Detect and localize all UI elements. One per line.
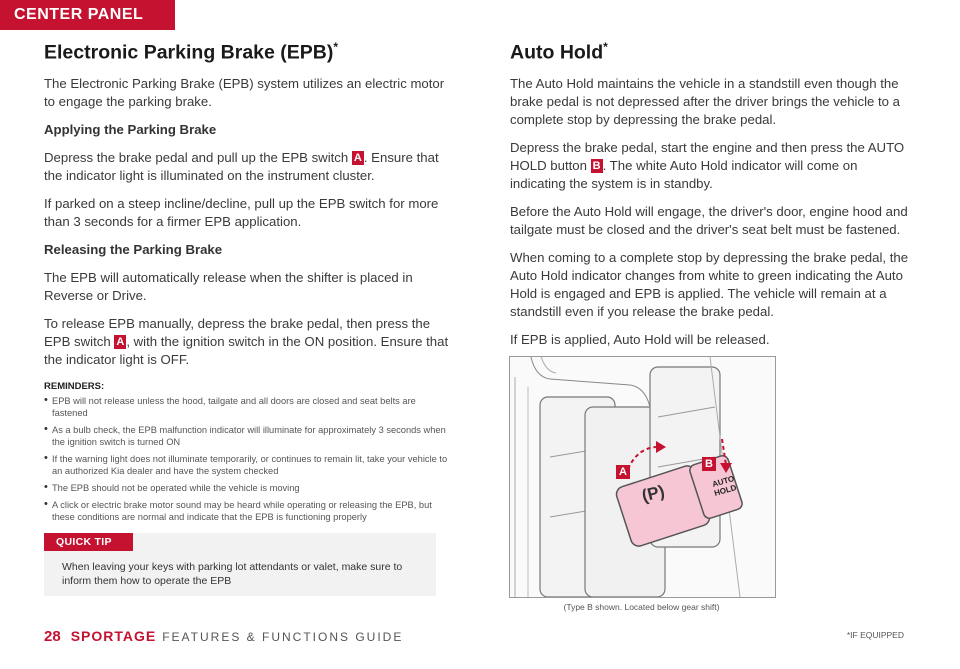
page-number: 28 <box>44 628 61 645</box>
badge-b: B <box>590 158 603 173</box>
figure-label-a: A <box>616 465 630 479</box>
release-heading: Releasing the Parking Brake <box>44 241 223 257</box>
figure-label-b: B <box>702 457 716 471</box>
release-paragraph-2: To release EPB manually, depress the bra… <box>44 315 449 367</box>
reminder-item: The EPB should not be operated while the… <box>44 481 454 494</box>
guide-title: FEATURES & FUNCTIONS GUIDE <box>162 630 404 644</box>
reminder-item: If the warning light does not illuminate… <box>44 452 454 477</box>
apply-paragraph-1: Depress the brake pedal and pull up the … <box>44 149 439 183</box>
auto-hold-column: Auto Hold* The Auto Hold maintains the v… <box>510 40 915 359</box>
epb-intro: The Electronic Parking Brake (EPB) syste… <box>44 75 445 109</box>
quick-tip-text: When leaving your keys with parking lot … <box>62 561 403 587</box>
reminders-list: EPB will not release unless the hood, ta… <box>44 394 454 523</box>
apply-paragraph-2: If parked on a steep incline/decline, pu… <box>44 195 439 229</box>
badge-a: A <box>351 150 364 165</box>
auto-hold-title: Auto Hold* <box>510 40 608 64</box>
auto-hold-paragraph-2: Depress the brake pedal, start the engin… <box>510 139 905 191</box>
epb-column: Electronic Parking Brake (EPB)* The Elec… <box>44 40 454 528</box>
brand-name: SPORTAGE <box>70 628 157 644</box>
auto-hold-paragraph-1: The Auto Hold maintains the vehicle in a… <box>510 75 900 127</box>
footer: 28 SPORTAGE FEATURES & FUNCTIONS GUIDE <box>44 628 403 645</box>
if-equipped-note: *IF EQUIPPED <box>846 630 904 640</box>
section-tab: CENTER PANEL <box>0 0 175 30</box>
epb-title: Electronic Parking Brake (EPB)* <box>44 40 339 64</box>
release-paragraph-1: The EPB will automatically release when … <box>44 269 413 303</box>
auto-hold-paragraph-5: If EPB is applied, Auto Hold will be rel… <box>510 331 770 347</box>
figure-caption: (Type B shown. Located below gear shift) <box>563 602 720 612</box>
apply-heading: Applying the Parking Brake <box>44 121 217 137</box>
reminder-item: EPB will not release unless the hood, ta… <box>44 394 454 419</box>
auto-hold-paragraph-4: When coming to a complete stop by depres… <box>510 249 909 319</box>
reminders-title: REMINDERS: <box>44 380 105 392</box>
reminder-item: As a bulb check, the EPB malfunction ind… <box>44 423 454 448</box>
console-drawing <box>510 357 775 597</box>
reminder-item: A click or electric brake motor sound ma… <box>44 498 454 523</box>
quick-tip-label: QUICK TIP <box>44 533 133 551</box>
console-illustration: (P) AUTO HOLD A B <box>509 356 776 598</box>
auto-hold-paragraph-3: Before the Auto Hold will engage, the dr… <box>510 203 908 237</box>
badge-a: A <box>114 334 127 349</box>
